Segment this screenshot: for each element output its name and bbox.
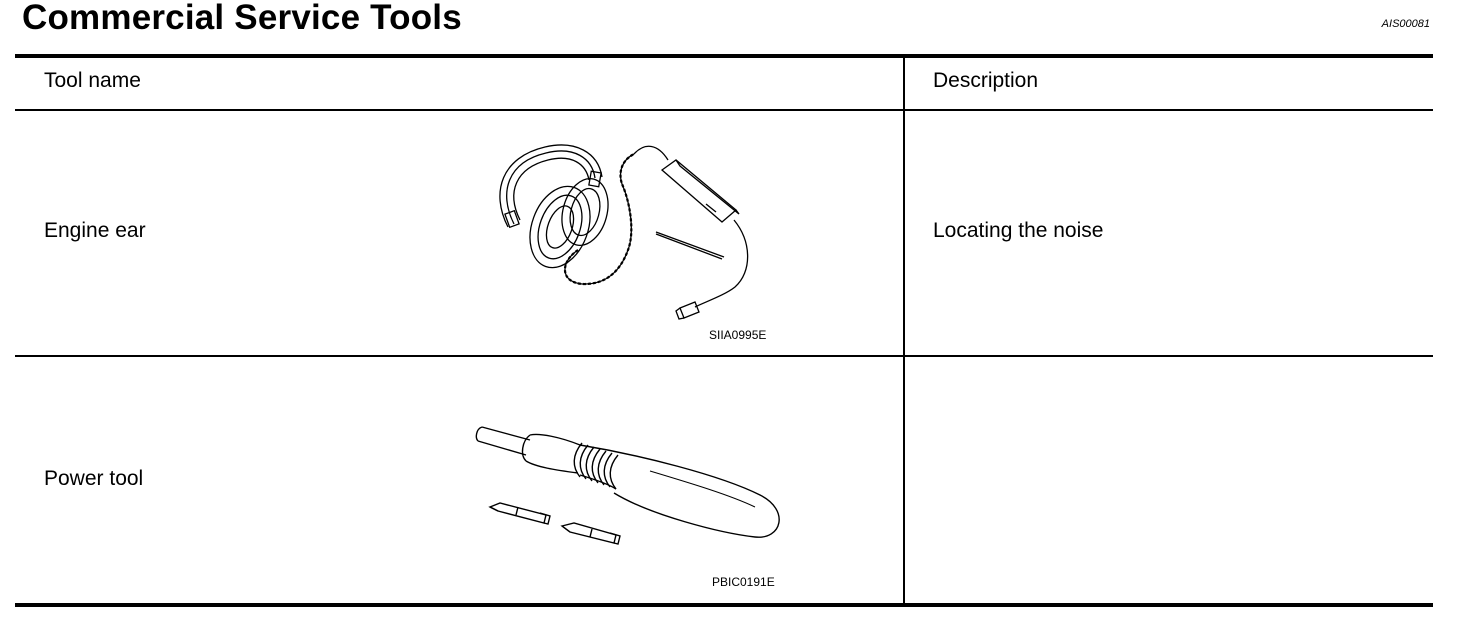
tool-name: Engine ear xyxy=(44,219,146,242)
column-header-description: Description xyxy=(933,69,1039,92)
power-screwdriver-icon xyxy=(475,426,780,545)
table-row-divider xyxy=(15,355,1433,357)
tool-description: Locating the noise xyxy=(933,219,1104,242)
table-column-divider xyxy=(903,58,905,603)
figure-code: SIIA0995E xyxy=(709,328,767,342)
table-header-divider xyxy=(15,109,1433,111)
column-header-tool-name: Tool name xyxy=(44,69,141,92)
figure-code: PBIC0191E xyxy=(712,575,775,589)
document-code: AIS00081 xyxy=(1381,18,1430,30)
headphones-stethoscope-icon xyxy=(499,144,749,320)
table-top-rule xyxy=(15,54,1433,58)
table-bottom-rule xyxy=(15,603,1433,607)
page-title: Commercial Service Tools xyxy=(22,0,462,37)
tool-name: Power tool xyxy=(44,467,144,490)
